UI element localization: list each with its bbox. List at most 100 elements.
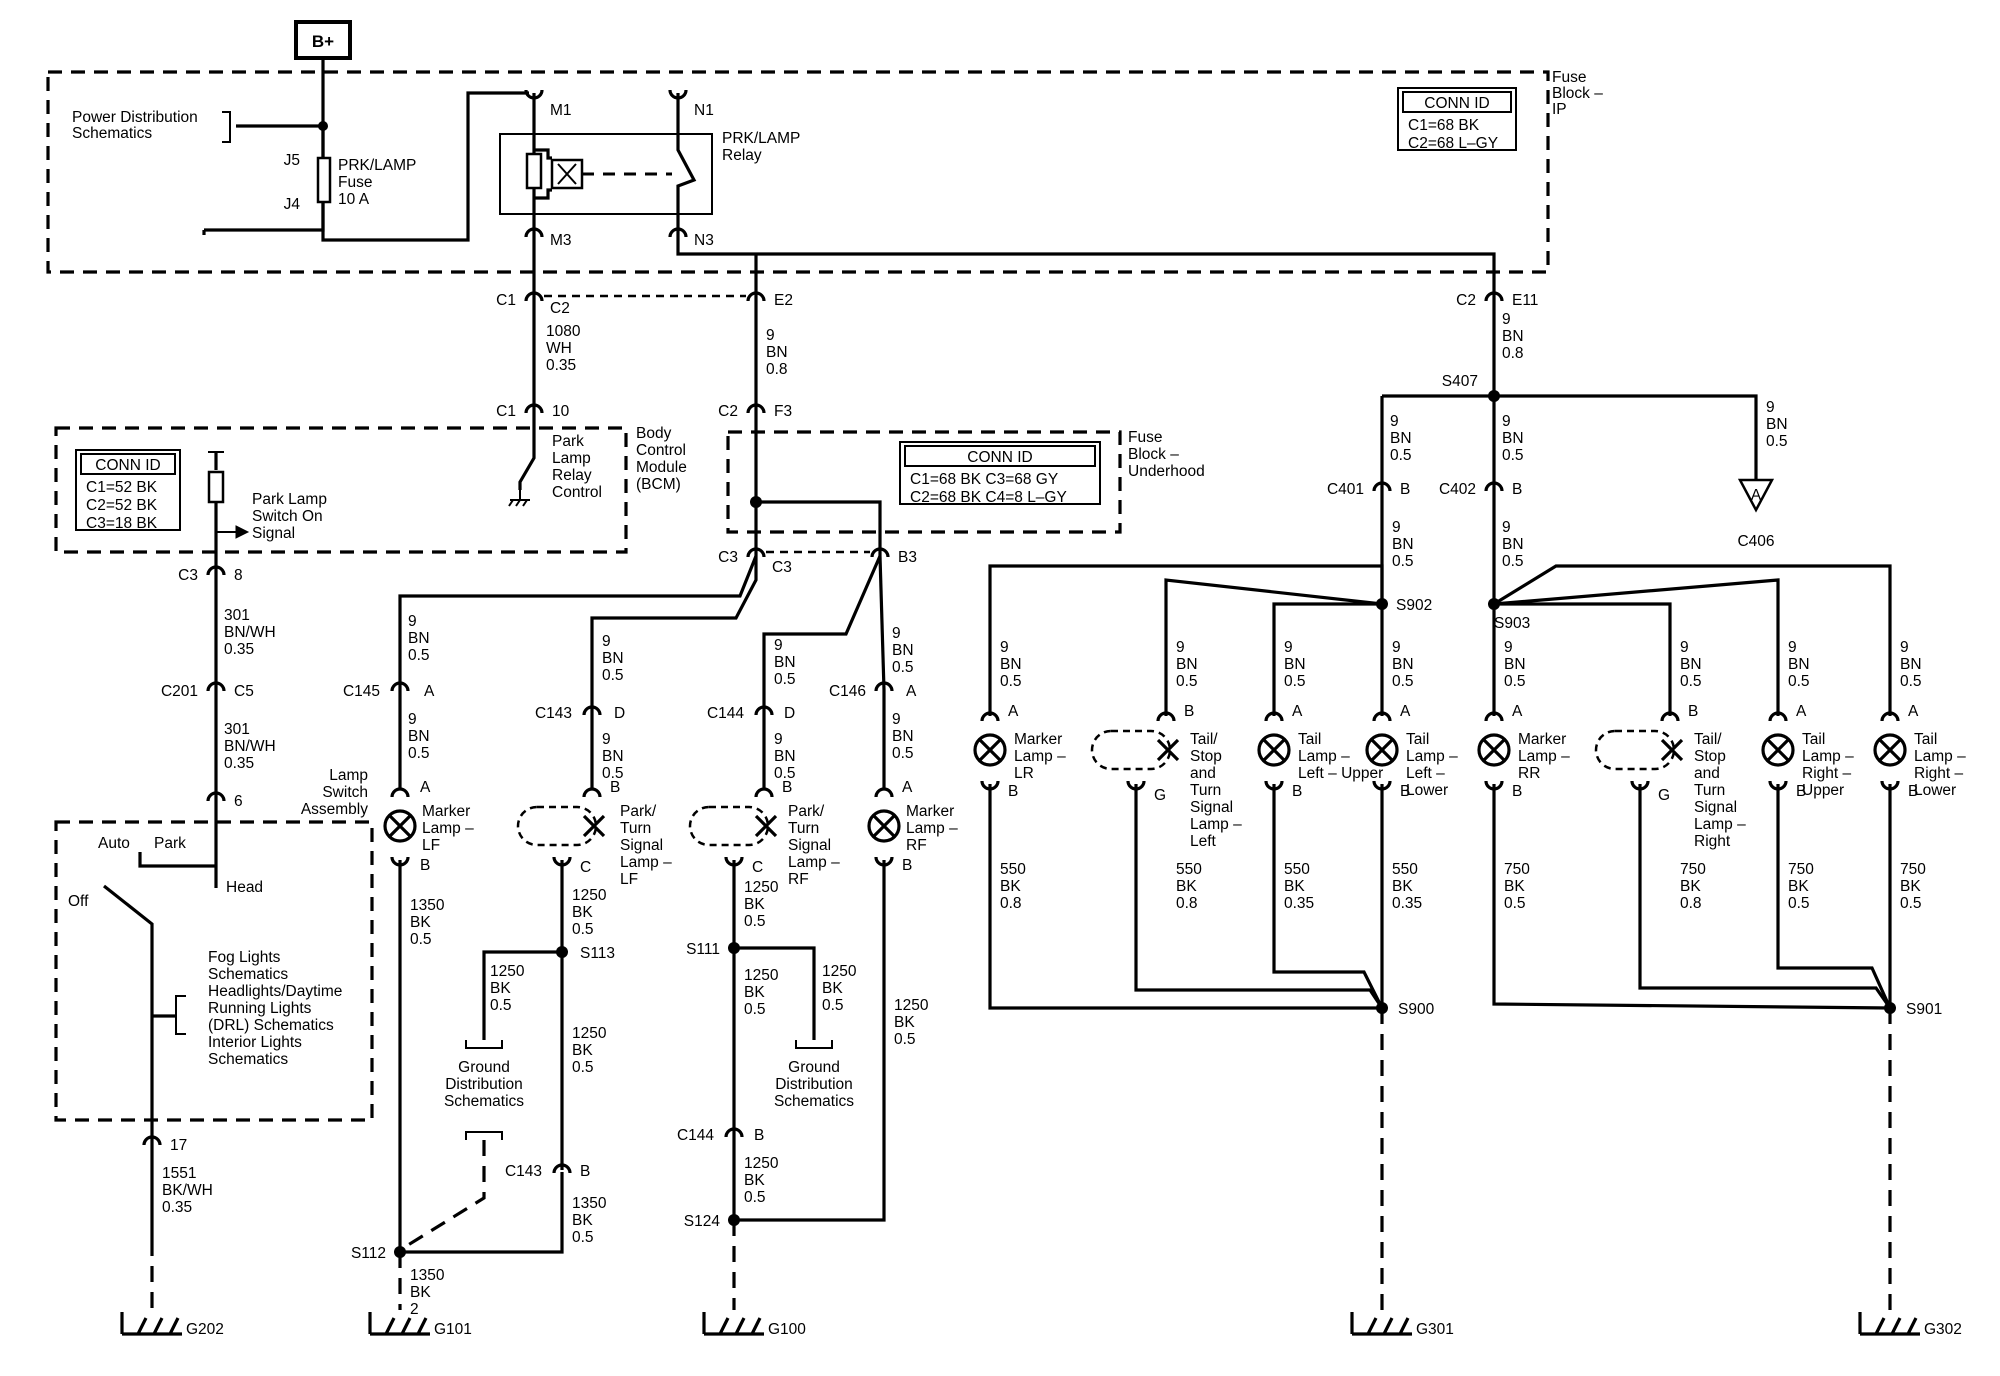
wire-1250-c: 0.5 [572, 1059, 594, 1076]
wire-1250-e: 1250 [744, 967, 779, 984]
rr-label-0: Lamp – [1518, 748, 1570, 765]
lr-label-2: Tail [1298, 731, 1321, 748]
bcm-outline [54, 426, 628, 554]
wire-c402-top: 0.5 [1502, 447, 1524, 464]
bcm-conn-id-title: CONN ID [95, 457, 160, 474]
lamp-switch-park: Park [154, 835, 186, 852]
fuse-block-ip-label: IP [1552, 101, 1567, 118]
park-lf-label: Turn [620, 820, 651, 837]
fuse-pin-j4: J4 [284, 196, 301, 213]
wire-s407-right: 0.5 [1766, 433, 1788, 450]
lr-pin-top-label-3: A [1400, 703, 1411, 720]
lr-marker-feed [988, 564, 1384, 716]
lr-pin-top-label-1: B [1184, 703, 1194, 720]
rr-wire-bot-3: 750 [1900, 861, 1926, 878]
relay-control-label: Park [552, 433, 584, 450]
s113-label: S113 [580, 945, 615, 962]
park-rf-label: RF [788, 871, 809, 888]
wire-rf-marker-mid: 9 [892, 711, 901, 728]
conn-17-label: 17 [170, 1137, 187, 1154]
lr-label-3: Lamp – [1406, 748, 1458, 765]
bcm-label: (BCM) [636, 476, 681, 493]
park-switch-signal-label: Switch On [252, 508, 323, 525]
conn-c144-d-right: D [784, 705, 795, 722]
rr-wire-top-2: BN [1788, 656, 1810, 673]
lr-pin-top-label-0: A [1008, 703, 1019, 720]
rr-pin-top-1 [1660, 711, 1680, 722]
wire-1250-h: 0.5 [894, 1031, 916, 1048]
ground-dist-1-bracket-top [465, 1040, 503, 1049]
rr-label-2: Right – [1802, 765, 1851, 782]
park-lf-label: Park/ [620, 803, 657, 820]
relay-coil-top [534, 148, 552, 160]
wire-9bn08-a: 0.8 [766, 361, 788, 378]
wire-9bn08-b: 0.8 [1502, 345, 1524, 362]
lr-label-0: Marker [1014, 731, 1062, 748]
conn-b3 [870, 547, 890, 558]
lr-wire-top-3: 9 [1392, 639, 1401, 656]
fuse-ip-conn-id-title-box [1402, 91, 1512, 113]
marker-lf-label: Lamp – [422, 820, 474, 837]
rr-wire-bot-1: 0.8 [1680, 895, 1702, 912]
switch-refs-label: Headlights/Daytime [208, 983, 342, 1000]
marker-rf-label: Lamp – [906, 820, 958, 837]
conn-c145-left: C145 [343, 683, 380, 700]
rr-label-1: Turn [1694, 782, 1725, 799]
wire-1250-h: BK [894, 1014, 915, 1031]
rr-wire-bot-0: BK [1504, 878, 1525, 895]
lamp-switch-off: Off [68, 893, 89, 910]
park-switch-signal-label: Park Lamp [252, 491, 327, 508]
conn-c2-e11-left: C2 [1456, 292, 1476, 309]
lr-wire-bot-0: BK [1000, 878, 1021, 895]
fuse-ip-conn-id-title: CONN ID [1424, 95, 1489, 112]
wire-9bn08-b: 9 [1502, 311, 1511, 328]
wire-1350-b: 1350 [572, 1195, 607, 1212]
lr-wire-bot-3: 550 [1392, 861, 1418, 878]
relay-control-label: Lamp [552, 450, 591, 467]
lr-label-1: Signal [1190, 799, 1233, 816]
wire-1350-b-run [400, 1172, 564, 1254]
wire-rf-park-top: BN [774, 654, 796, 671]
rr-wire-top-3: 9 [1900, 639, 1909, 656]
wire-c401-top: 9 [1390, 413, 1399, 430]
rr-label-2: Lamp – [1802, 748, 1854, 765]
conn-c3-right-label: C3 [772, 559, 792, 576]
conn-c143-d [582, 705, 602, 716]
rr-label-0: Marker [1518, 731, 1566, 748]
lr-lamp-3-cross [1370, 738, 1394, 762]
lr-wire-bot-2: 550 [1284, 861, 1310, 878]
wire-rf-park-top: 9 [774, 637, 783, 654]
s124-label: S124 [684, 1213, 721, 1230]
lr-label-1: Lamp – [1190, 816, 1242, 833]
conn-c3-left [746, 547, 766, 558]
park-turn-lamp-rf-cross [754, 814, 778, 838]
wire-1250-d: BK [744, 896, 765, 913]
park-rf-label: Signal [788, 837, 831, 854]
rr-pin-top-3 [1880, 711, 1900, 722]
conn-c144-b-right: B [754, 1127, 764, 1144]
tail-stop-turn-left [1090, 729, 1172, 771]
rr-wire-bot-3: 0.5 [1900, 895, 1922, 912]
rr-label-2: Tail [1802, 731, 1825, 748]
battery-box [294, 20, 352, 60]
conn-c3-left-label: C3 [718, 549, 738, 566]
lr-wire-top-3: 0.5 [1392, 673, 1414, 690]
lf-marker-feed [398, 555, 758, 690]
rr-label-1: Lamp – [1694, 816, 1746, 833]
wire-1551-label: 0.35 [162, 1199, 192, 1216]
switch-refs-label: (DRL) Schematics [208, 1017, 334, 1034]
relay-pin-n3 [668, 227, 688, 238]
wire-1250-g: BK [744, 1172, 765, 1189]
rr-pin-bot-label-1: G [1658, 787, 1670, 804]
fuse-out [321, 91, 529, 242]
rr-wire-top-1: 9 [1680, 639, 1689, 656]
wire-1080: WH [546, 340, 572, 357]
wire-c402-bot: 9 [1502, 519, 1511, 536]
g301 [1350, 1312, 1412, 1336]
wire-9bn08-a: 9 [766, 327, 775, 344]
relay-control-switch [518, 412, 536, 490]
conn-c144-d-left: C144 [707, 705, 744, 722]
wire-c401-bot: 0.5 [1392, 553, 1414, 570]
s111-label: S111 [686, 941, 720, 958]
lr-wire-bot-2: BK [1284, 878, 1305, 895]
